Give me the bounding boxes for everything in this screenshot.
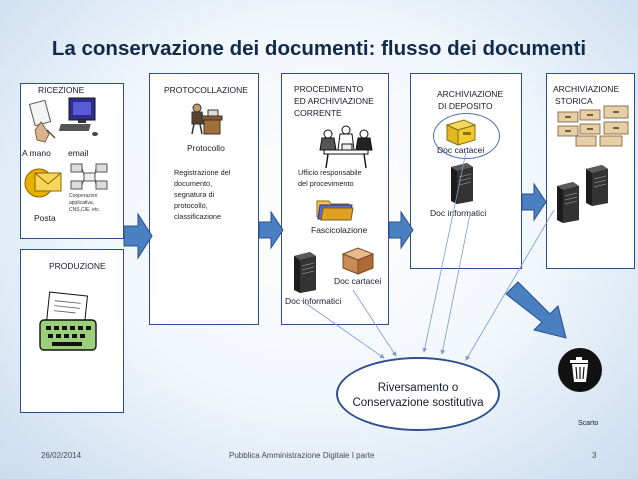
- protocollazione-title: PROTOCOLLAZIONE: [164, 85, 248, 95]
- conservazione-line2: Conservazione sostitutiva: [352, 397, 484, 409]
- hand-document-icon: [28, 99, 56, 143]
- deposito-highlight-circle: [433, 113, 500, 159]
- scarto-arrow: [505, 281, 567, 339]
- ricezione-title: RICEZIONE: [38, 85, 85, 95]
- protocollazione-desc-5: classificazione: [174, 212, 222, 221]
- email-label: email: [68, 148, 89, 158]
- flow-arrow-ricezione: [123, 212, 153, 260]
- server-icon: [586, 165, 608, 206]
- cooperazione-line2: applicativa,: [69, 200, 95, 206]
- storica-title-2: STORICA: [555, 96, 593, 106]
- conservazione-text: Riversamento o Conservazione sostitutiva: [336, 381, 500, 411]
- computer-icon: [58, 97, 98, 136]
- trash-bin-icon: [558, 348, 602, 392]
- posta-label: Posta: [34, 213, 56, 223]
- produzione-title: PRODUZIONE: [49, 261, 106, 271]
- protocollazione-desc-4: protocollo,: [174, 201, 208, 210]
- server-icon: [294, 252, 316, 293]
- procedimento-title-1: PROCEDIMENTO: [294, 84, 364, 94]
- produzione-box: [20, 249, 124, 413]
- archive-drawers-icon: [557, 105, 629, 147]
- scarto-label: Scarto: [578, 420, 599, 427]
- footer-date: 26/02/2014: [41, 451, 82, 460]
- protocollazione-desc-3: segnatura di: [174, 190, 215, 199]
- footer-page-number: 3: [592, 451, 597, 460]
- folders-icon: [316, 200, 354, 221]
- cooperazione-line1: Cooperazion: [69, 193, 98, 199]
- proc-doc-cartacei-label: Doc cartacei: [334, 276, 382, 286]
- proc-doc-informatici-label: Doc informatici: [285, 296, 342, 306]
- protocollazione-desc-1: Registrazione del: [174, 168, 231, 177]
- storica-title-1: ARCHIVIAZIONE: [553, 84, 620, 94]
- typewriter-icon: [39, 291, 97, 351]
- computers-network-icon: [70, 163, 108, 190]
- protocollazione-box: [149, 73, 259, 325]
- procedimento-title-2: ED ARCHIVIAZIONE: [294, 96, 374, 106]
- conservazione-line1: Riversamento o: [377, 382, 459, 394]
- flow-arrow-deposito: [521, 182, 547, 222]
- conservazione-ellipse: [336, 357, 500, 431]
- flow-arrow-procedimento: [388, 210, 414, 250]
- cooperazione-line3: CNS,CIE, etc.: [69, 207, 101, 213]
- deposito-title-2: DI DEPOSITO: [438, 101, 493, 111]
- envelope-icon: [24, 168, 62, 198]
- procedimento-title-3: CORRENTE: [294, 108, 342, 118]
- footer-center: Pubblica Amministrazione Digitale I part…: [229, 451, 375, 460]
- protocollo-label: Protocollo: [187, 143, 225, 153]
- box-icon: [341, 247, 375, 275]
- responsabile-line1: Ufficio responsabile: [298, 168, 362, 177]
- a-mano-label: A mano: [22, 148, 51, 158]
- desk-person-icon: [191, 103, 223, 135]
- deposito-title-1: ARCHIVIAZIONE: [437, 89, 504, 99]
- fascicolazione-label: Fascicolazione: [311, 225, 368, 235]
- responsabile-line2: del procevimento: [298, 179, 354, 188]
- protocollazione-desc-2: documento,: [174, 179, 213, 188]
- meeting-people-icon: [319, 125, 373, 169]
- dep-doc-informatici-label: Doc informatici: [430, 208, 487, 218]
- flow-arrow-protocollazione: [258, 210, 284, 250]
- page-title: La conservazione dei documenti: flusso d…: [51, 37, 587, 60]
- server-icon: [557, 182, 579, 223]
